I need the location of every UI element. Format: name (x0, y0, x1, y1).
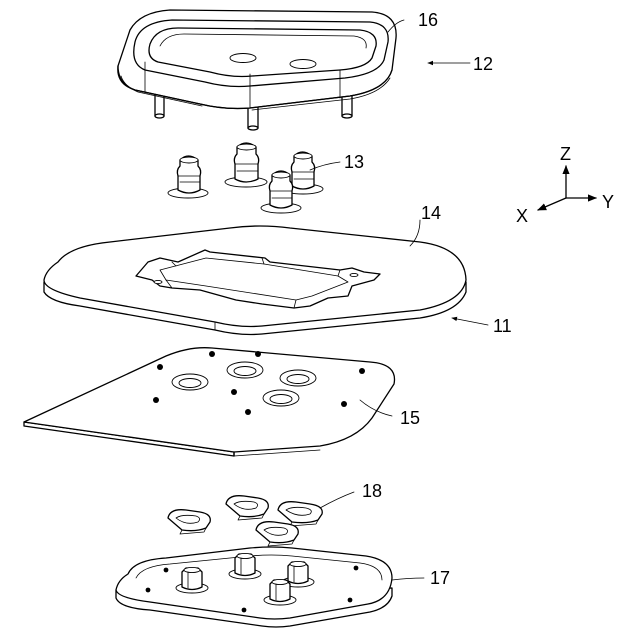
sheet-part-15 (24, 348, 395, 456)
plate-part-11 (44, 226, 466, 335)
grommets-part-13 (168, 143, 323, 213)
label-12: 12 (473, 54, 493, 74)
clip-4 (256, 522, 298, 546)
coordinate-axes: Z Y X (516, 144, 614, 226)
grommet-2 (225, 143, 267, 187)
axis-z-label: Z (560, 144, 571, 164)
label-11: 11 (493, 316, 512, 336)
label-15: 15 (400, 408, 420, 428)
clip-2 (226, 496, 268, 520)
label-13: 13 (344, 152, 364, 172)
clip-3 (278, 502, 322, 526)
clips-part-18 (168, 496, 322, 546)
label-18: 18 (362, 481, 382, 501)
label-16: 16 (418, 10, 438, 30)
base-part-17 (116, 547, 392, 627)
axis-y-label: Y (602, 192, 614, 212)
label-17: 17 (430, 568, 450, 588)
label-14: 14 (421, 203, 441, 223)
tray-part-12 (118, 10, 396, 130)
grommet-1 (168, 156, 208, 198)
clip-1 (168, 510, 210, 534)
axis-x-label: X (516, 206, 528, 226)
